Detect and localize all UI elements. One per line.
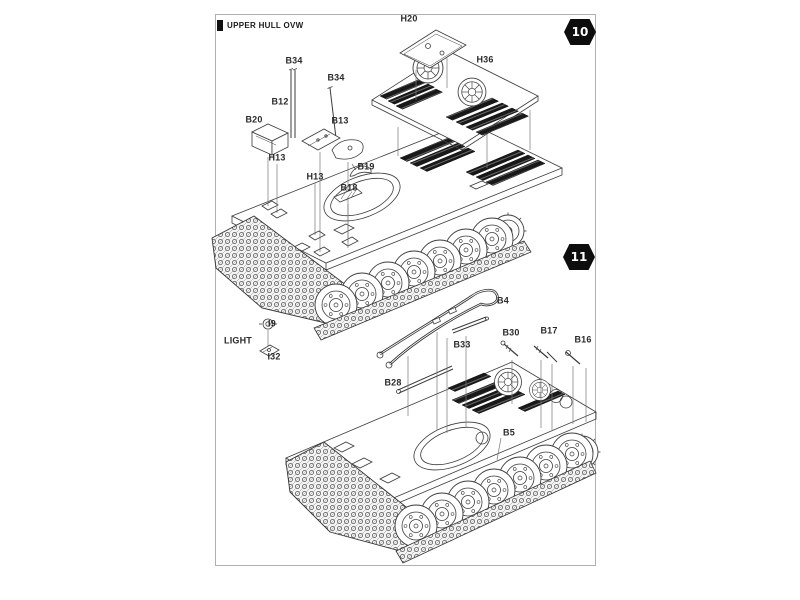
part-label-h20: H20 [400, 13, 418, 24]
section-title: UPPER HULL OVW [227, 21, 304, 30]
step10-hatch-h20 [399, 29, 467, 69]
section-header: UPPER HULL OVW [217, 20, 304, 31]
step10-tracks [211, 212, 532, 341]
step-11-badge: 11 [563, 244, 595, 270]
step11-small-parts [396, 316, 587, 461]
step10-small-parts [251, 68, 372, 257]
step11-light-assembly [259, 318, 280, 357]
part-label-h36: H36 [476, 54, 494, 65]
step-11-illustration [259, 288, 601, 564]
step10-hull-plate [231, 121, 563, 271]
step10-engine-deck [371, 50, 539, 151]
part-label-b4: B4 [497, 295, 509, 306]
part-label-b33: B33 [453, 339, 471, 350]
part-label-b30: B30 [502, 327, 520, 338]
section-bullet-icon [217, 20, 223, 31]
part-label-b34-b: B34 [327, 72, 345, 83]
step11-tow-cable [376, 288, 499, 369]
part-label-i9: I9 [268, 318, 276, 329]
part-label-b13: B13 [331, 115, 349, 126]
part-label-i32: I32 [267, 351, 281, 362]
step-10-badge: 10 [564, 19, 596, 45]
page-border [215, 14, 596, 566]
step-10-illustration [211, 29, 563, 341]
step11-tracks [285, 432, 601, 564]
step10-assembly-lines [397, 58, 531, 168]
part-label-b20: B20 [245, 114, 263, 125]
part-label-h13-a: H13 [268, 152, 286, 163]
part-label-b19: B19 [357, 161, 375, 172]
part-label-b5: B5 [503, 427, 515, 438]
part-label-b34-a: B34 [285, 55, 303, 66]
part-label-b28: B28 [384, 377, 402, 388]
part-label-b16: B16 [574, 334, 592, 345]
part-label-b18: B18 [340, 182, 358, 193]
part-label-light: LIGHT [224, 335, 252, 346]
part-label-h13-b: H13 [306, 171, 324, 182]
part-label-b12: B12 [271, 96, 289, 107]
part-label-b17: B17 [540, 325, 558, 336]
